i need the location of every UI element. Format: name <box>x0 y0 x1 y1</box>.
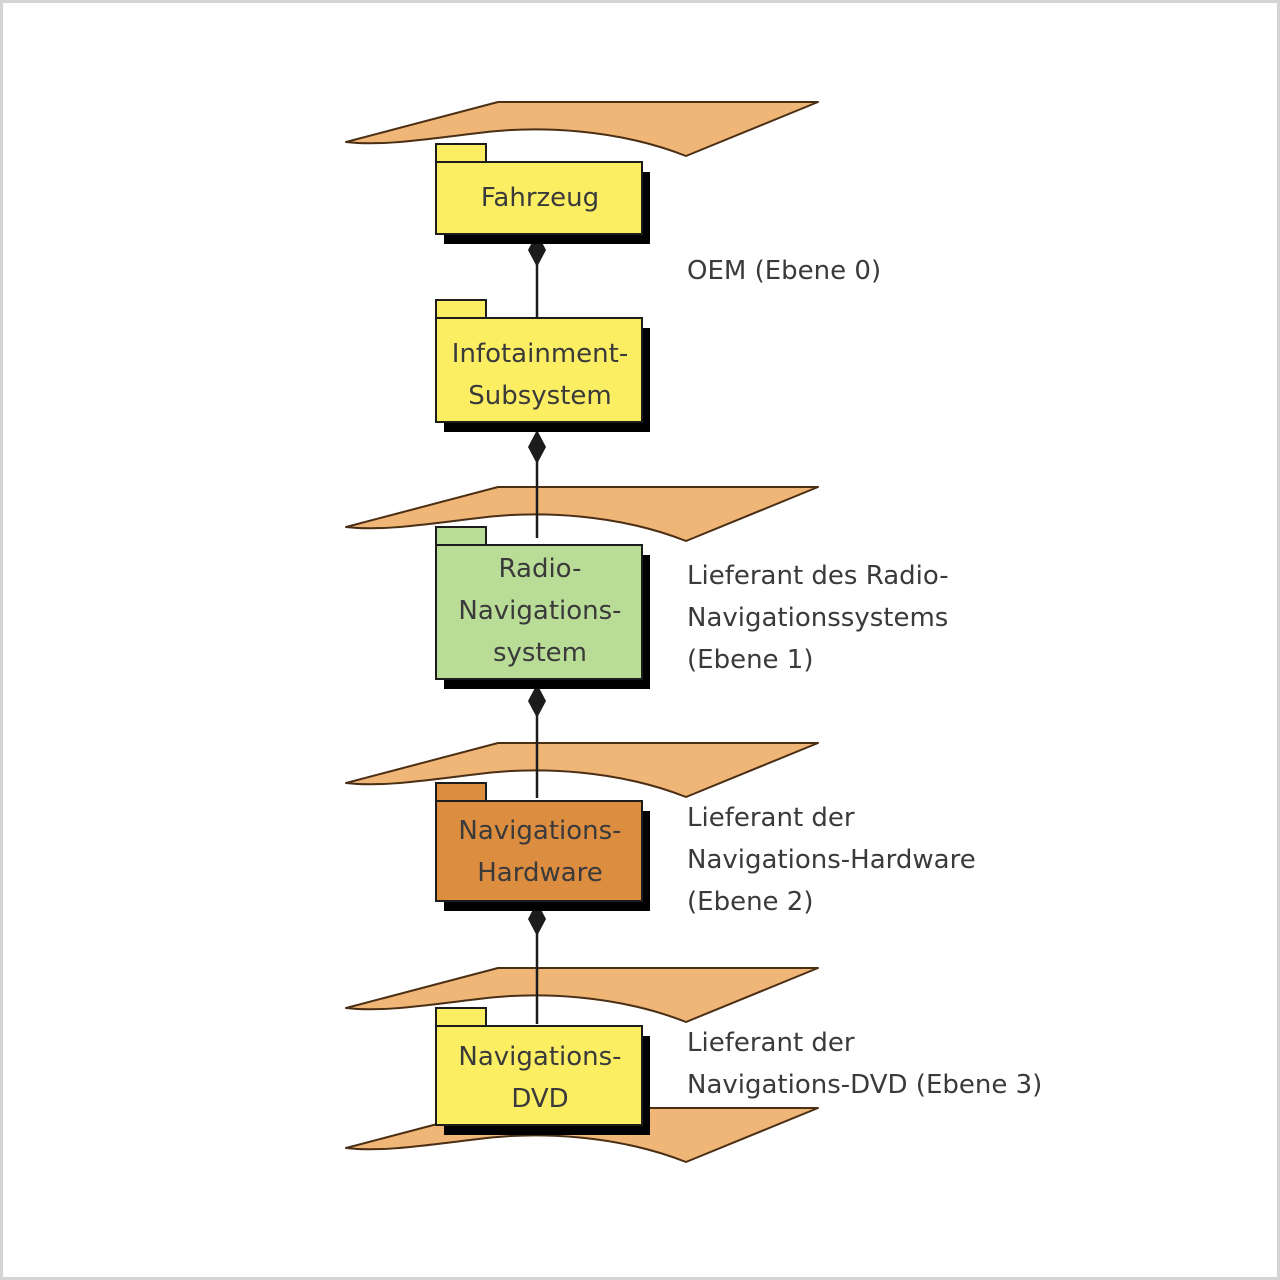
level-plane-2 <box>345 742 819 798</box>
level-label-ebene-3: Lieferant der Navigations-DVD (Ebene 3) <box>687 1028 1043 1100</box>
package-boxes <box>435 143 650 1135</box>
package-label-navigations-dvd: Navigations- DVD <box>458 1042 622 1114</box>
level-plane-0 <box>345 101 819 157</box>
composition-diamond-1 <box>528 430 546 464</box>
level-label-oem: OEM (Ebene 0) <box>687 256 882 286</box>
composition-diamond-2 <box>528 684 546 718</box>
level-plane-1 <box>345 486 819 542</box>
package-0 <box>435 143 650 244</box>
package-label-infotainment-subsystem: Infotainment- Subsystem <box>451 339 629 411</box>
package-4 <box>435 1007 650 1135</box>
level-plane-3 <box>345 967 819 1023</box>
level-label-ebene-1: Lieferant des Radio- Navigationssystems … <box>687 561 949 675</box>
package-tab <box>435 143 487 163</box>
package-diagram <box>345 101 819 1163</box>
package-tab <box>435 782 487 802</box>
package-3 <box>435 782 650 911</box>
package-tab <box>435 526 487 546</box>
package-tab <box>435 1007 487 1027</box>
package-body <box>435 1025 643 1126</box>
package-label-navigations-hardware: Navigations- Hardware <box>458 816 622 888</box>
package-body <box>435 317 643 423</box>
level-label-ebene-2: Lieferant der Navigations-Hardware (Eben… <box>687 803 976 917</box>
package-body <box>435 544 643 680</box>
package-label-radio-navigationssystem: Radio- Navigations- system <box>458 554 622 668</box>
package-1 <box>435 299 650 432</box>
package-label-fahrzeug: Fahrzeug <box>480 183 600 213</box>
package-body <box>435 800 643 902</box>
package-body <box>435 161 643 235</box>
package-2 <box>435 526 650 689</box>
package-tab <box>435 299 487 319</box>
